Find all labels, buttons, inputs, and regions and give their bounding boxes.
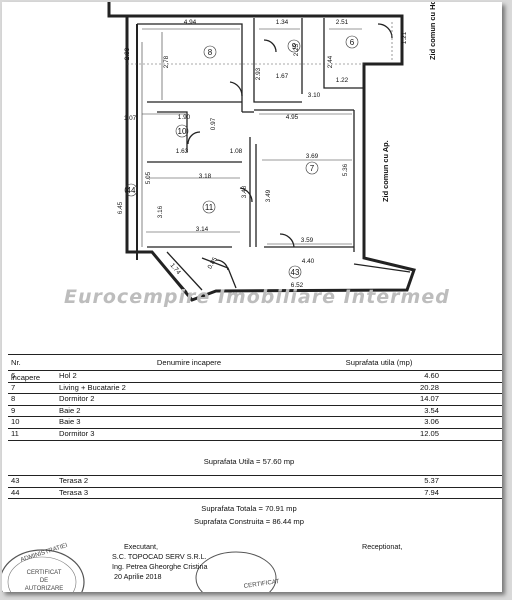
header-area: Suprafata utila (mp)	[345, 358, 413, 367]
wall-label-top: Zid comun cu Hol principal	[428, 2, 437, 60]
table-row: 44 Terasa 3 7.94	[8, 488, 502, 500]
floor-plan: 4.94 1.34 2.51 2.83 2.78 2.93 2.23 2.44 …	[107, 2, 437, 302]
dim-652: 6.52	[291, 282, 304, 289]
stamp-line3: AUTORIZARE	[25, 586, 64, 592]
cell-nr: 9	[11, 405, 16, 415]
stamp-top-text: ADMINISTRATIEI	[20, 542, 69, 564]
table-row: 9 Baie 2 3.54	[8, 406, 502, 418]
total-area: Suprafata Totala = 70.91 mp	[201, 504, 297, 513]
document-page: 4.94 1.34 2.51 2.83 2.78 2.93 2.23 2.44 …	[2, 2, 502, 592]
room-44-label: 44	[127, 186, 136, 195]
dim-495: 4.95	[286, 114, 299, 121]
company-stamp: CERTIFICAT	[195, 551, 280, 592]
dim-505: 5.05	[145, 171, 152, 184]
signature-date: 20 Aprilie 2018	[114, 572, 162, 581]
dim-318: 3.18	[199, 173, 212, 180]
dim-359: 3.59	[301, 237, 314, 244]
dim-167: 1.67	[276, 73, 289, 80]
dim-369: 3.69	[306, 153, 319, 160]
cell-name: Baie 3	[59, 417, 81, 427]
table-row: 43 Terasa 2 5.37	[8, 475, 502, 488]
cell-area: 7.94	[424, 487, 439, 497]
dim-536: 5.36	[342, 163, 349, 176]
dim-440: 4.40	[302, 258, 315, 265]
cell-nr: 7	[11, 382, 16, 392]
dim-494: 4.94	[184, 19, 197, 26]
dim-134: 1.34	[276, 19, 289, 26]
engineer-name: Ing. Petrea Gheorghe Cristina	[112, 562, 208, 571]
cell-nr: 43	[11, 476, 20, 485]
room-11-label: 11	[205, 203, 214, 212]
terraces-table: 43 Terasa 2 5.37 44 Terasa 3 7.94	[8, 475, 502, 500]
header-name: Denumire incapere	[156, 358, 222, 367]
dim-314: 3.14	[196, 226, 209, 233]
dim-293: 2.93	[255, 67, 262, 80]
room-43-label: 43	[291, 268, 300, 277]
room-7-label: 7	[310, 164, 315, 173]
room-9-label: 9	[292, 42, 297, 51]
cell-area: 3.06	[424, 417, 439, 427]
dim-163: 1.63	[176, 148, 189, 155]
cell-name: Dormitor 3	[59, 428, 95, 438]
stamp-right-text: CERTIFICAT	[243, 578, 280, 590]
cell-nr: 10	[11, 417, 20, 427]
dim-108: 1.08	[230, 148, 243, 155]
cell-nr: 6	[11, 371, 16, 380]
dim-085: 0.85	[207, 256, 220, 271]
company-name: S.C. TOPOCAD SERV S.R.L.	[112, 552, 207, 561]
cell-name: Baie 2	[59, 405, 81, 415]
table-row: 8 Dormitor 2 14.07	[8, 394, 502, 406]
dim-223: 2.23	[293, 43, 300, 56]
cell-area: 14.07	[419, 394, 439, 404]
room-8-label: 8	[208, 48, 213, 57]
cell-area: 5.37	[424, 476, 439, 485]
cell-name: Terasa 2	[59, 476, 89, 485]
dim-122: 1.22	[336, 77, 349, 84]
cell-name: Dormitor 2	[59, 394, 95, 404]
dim-348: 3.48	[241, 185, 248, 198]
dim-278: 2.78	[163, 55, 170, 68]
cell-area: 12.05	[419, 428, 439, 438]
cell-nr: 8	[11, 394, 16, 404]
official-stamp: ADMINISTRATIEI CERTIFICAT DE AUTORIZARE	[2, 542, 85, 592]
dim-316: 3.16	[157, 205, 164, 218]
table-row: 11 Dormitor 3 12.05	[8, 429, 502, 441]
cell-nr: 11	[11, 428, 19, 438]
table-row: 10 Baie 3 3.06	[8, 417, 502, 429]
dim-645: 6.45	[117, 201, 124, 214]
watermark: Eurocempire Imobiliare Intermed	[64, 286, 450, 308]
built-area: Suprafata Construita = 86.44 mp	[194, 517, 304, 526]
dim-251: 2.51	[336, 19, 349, 26]
dim-121: 1.21	[401, 31, 408, 44]
cell-name: Hol 2	[59, 371, 77, 380]
table-header: Nr. incapere Denumire incapere Suprafata…	[8, 354, 502, 382]
executant-label: Executant,	[124, 542, 158, 551]
dim-097: 0.97	[210, 117, 217, 130]
receptionat-label: Receptionat,	[362, 542, 403, 551]
cell-area: 4.60	[424, 371, 439, 380]
wall-label-right: Zid comun cu Ap.	[381, 140, 390, 202]
cell-nr: 44	[11, 487, 20, 497]
rooms-table: Nr. incapere Denumire incapere Suprafata…	[8, 354, 502, 441]
room-6-label: 6	[350, 38, 355, 47]
cell-area: 20.28	[419, 382, 439, 392]
cell-name: Terasa 3	[59, 487, 89, 497]
useful-area-total: Suprafata Utila = 57.60 mp	[203, 457, 295, 466]
stamp-line2: DE	[40, 578, 48, 584]
cell-area: 3.54	[424, 405, 439, 415]
cell-name: Living + Bucatarie 2	[59, 382, 126, 392]
dim-349: 3.49	[265, 189, 272, 202]
dim-190: 1.90	[178, 114, 191, 121]
dim-244: 2.44	[327, 55, 334, 68]
table-row: 7 Living + Bucatarie 2 20.28	[8, 383, 502, 395]
dim-283: 2.83	[124, 47, 131, 60]
room-10-label: 10	[178, 127, 187, 136]
dim-310: 3.10	[308, 92, 321, 99]
header-nr: Nr. incapere	[11, 358, 41, 382]
dim-107: 1.07	[124, 115, 137, 122]
table-row: 6 Hol 2 4.60	[8, 371, 502, 383]
stamp-line1: CERTIFICAT	[27, 570, 62, 576]
